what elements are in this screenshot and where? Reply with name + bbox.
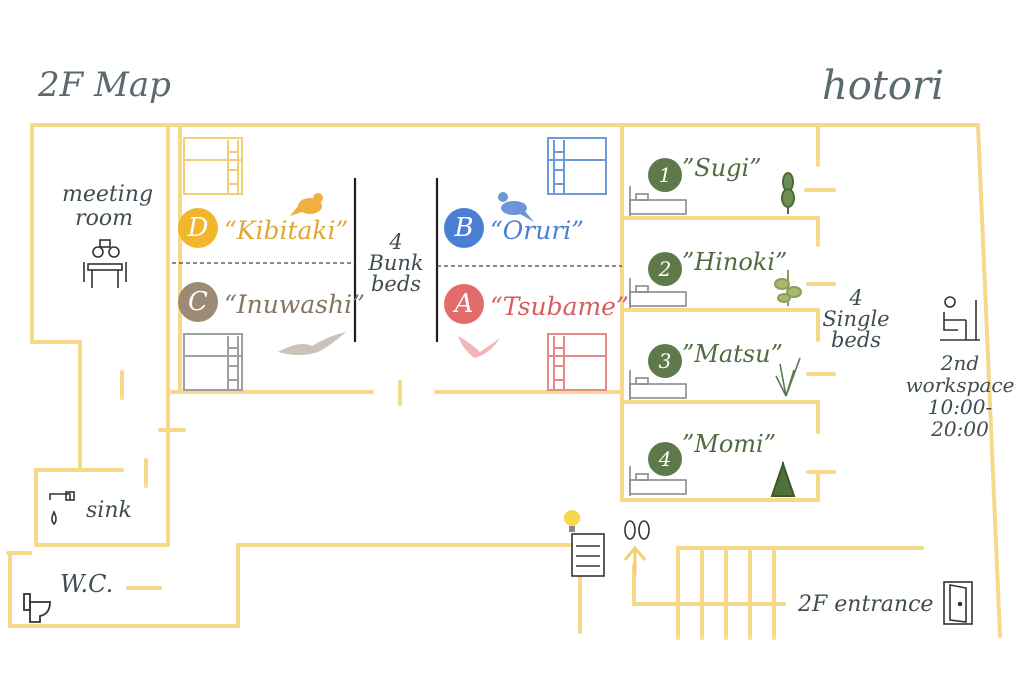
plant-icon (774, 270, 802, 306)
room-badge-momi: 4 (648, 442, 682, 476)
single-bed-icon (629, 278, 687, 308)
single-bed-icon (629, 370, 687, 400)
room-name-tsubame: “Tsubame” (490, 292, 629, 321)
room-badge-kibitaki: D (178, 208, 218, 248)
lightbulb-icon (564, 510, 580, 532)
room-name-kibitaki: “Kibitaki” (224, 216, 349, 245)
room-name-oruri: “Oruri” (490, 216, 585, 245)
desk-worker-icon (940, 296, 980, 341)
arrow-up-icon (623, 545, 647, 575)
bunk-bed-icon (183, 137, 243, 195)
single-bed-icon (629, 466, 687, 496)
bunk-bed-icon (547, 333, 607, 391)
plant-icon (781, 172, 795, 214)
room-badge-tsubame: A (444, 284, 484, 324)
bird-icon (290, 193, 323, 216)
plant-icon (775, 357, 801, 397)
door-icon (943, 581, 973, 625)
room-badge-hinoki: 2 (648, 252, 682, 286)
single-bed-icon (629, 186, 687, 216)
room-name-hinoki: ”Hinoki” (682, 248, 788, 276)
logo: hotori (822, 63, 944, 109)
bunk-bed-icon (547, 137, 607, 195)
wc-label: W.C. (60, 570, 114, 598)
locker-icon (571, 533, 605, 577)
bird-icon (458, 336, 500, 358)
walls (6, 123, 1002, 640)
room-name-momi: ”Momi” (682, 430, 776, 458)
room-badge-oruri: B (444, 208, 484, 248)
entrance-label: 2F entrance (798, 592, 934, 617)
room-name-sugi: ”Sugi” (682, 154, 762, 182)
room-name-matsu: ”Matsu” (682, 340, 783, 368)
bunk-bed-icon (183, 333, 243, 391)
room-name-inuwashi: “Inuwashi” (224, 290, 365, 319)
room-badge-inuwashi: C (178, 282, 218, 322)
slippers-icon (624, 520, 650, 540)
sink-label: sink (86, 498, 132, 523)
plant-icon (770, 460, 796, 497)
map-title: 2F Map (38, 65, 171, 105)
meeting-icon (83, 239, 127, 288)
room-badge-matsu: 3 (648, 344, 682, 378)
toilet-icon (23, 593, 51, 623)
bird-icon (278, 332, 346, 355)
bird-icon (498, 192, 534, 222)
faucet-icon (49, 491, 75, 526)
room-badge-sugi: 1 (648, 158, 682, 192)
